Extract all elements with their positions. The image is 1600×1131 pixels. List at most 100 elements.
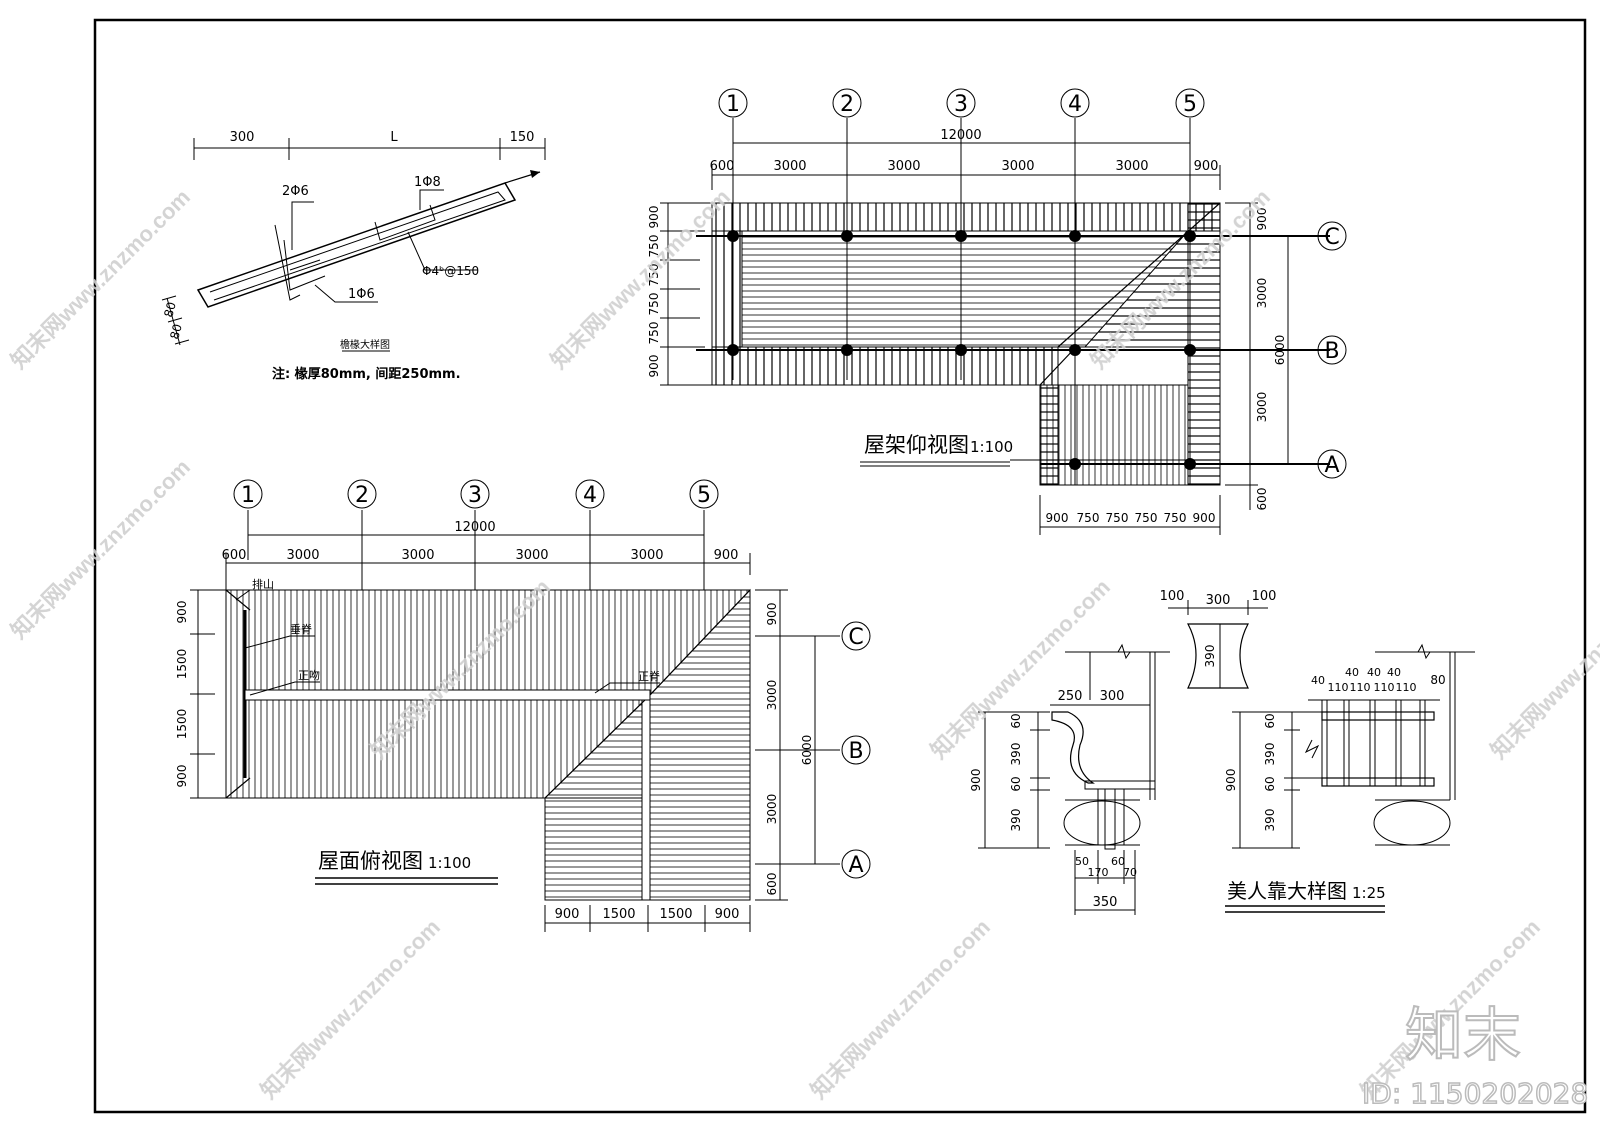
bench-right-top-dim-8: 110 [1396, 681, 1417, 694]
bench-right-top-dim-2: 110 [1328, 681, 1349, 694]
roof-axis-5: 5 [697, 483, 711, 508]
frame-right-dim-1: 900 [1255, 208, 1269, 231]
bench-section-dim: 390 [1203, 645, 1217, 668]
frame-bottom-dim-2: 750 [1077, 511, 1100, 525]
frame-left-dim-5: 750 [647, 322, 661, 345]
frame-right-dim-2: 3000 [1255, 278, 1269, 309]
baluster-section [1187, 623, 1249, 689]
bench-left-bottom-dim-1: 50 [1075, 855, 1089, 868]
frame-bottom-dim-6: 900 [1193, 511, 1216, 525]
frame-top-dim-2: 3000 [773, 159, 806, 174]
roof-top-dim-5: 3000 [630, 548, 663, 563]
frame-right-dim-4: 600 [1255, 488, 1269, 511]
roof-right-dim-2: 3000 [765, 680, 779, 711]
roof-frame-plan: 1 2 3 4 5 12000 600 3000 3000 3000 3000 … [647, 88, 1347, 535]
roof-top-dim-6: 900 [714, 548, 739, 563]
rebar-label-2phi6: 2Φ6 [282, 184, 309, 199]
bench-right-side-dim-2: 390 [1263, 743, 1277, 766]
sheet-border [93, 18, 1587, 1114]
frame-plan-scale: 1:100 [970, 438, 1013, 456]
frame-axis-3: 3 [954, 92, 968, 117]
roof-bottom-dim-4: 900 [715, 907, 740, 922]
eave-detail-note: 注: 椽厚80mm, 间距250mm. [272, 366, 461, 382]
watermark-site-1: 知末网www.znzmo.com [6, 184, 195, 373]
watermark-site-8: 知末网www.znzmo.com [256, 914, 445, 1103]
frame-axis-C: C [1324, 225, 1339, 250]
roof-axis-3: 3 [468, 483, 482, 508]
eave-detail: 300 L 150 2Φ6 1Φ8 Φ4ᵇ@150 1Φ6 80 80 檐椽大样… [161, 130, 546, 382]
eave-dim-2: L [390, 130, 398, 145]
eave-side-dim-1: 80 [161, 300, 178, 318]
frame-left-dim-1: 900 [647, 206, 661, 229]
frame-bottom-dim-5: 750 [1164, 511, 1187, 525]
frame-left-dim-3: 750 [647, 264, 661, 287]
bench-left-side-dim-3: 60 [1009, 776, 1023, 791]
bench-left-side-dim-4: 390 [1009, 809, 1023, 832]
bench-right-side-dim-1: 60 [1263, 713, 1277, 728]
roof-right-dim-4: 600 [765, 873, 779, 896]
frame-axis-B: B [1324, 339, 1339, 364]
bench-left-bottom-total: 350 [1093, 895, 1118, 910]
watermark-site-4: 知末网www.znzmo.com [6, 454, 195, 643]
eave-detail-title: 檐椽大样图 [340, 338, 390, 351]
bench-left-bottom-dim-2: 170 [1088, 866, 1109, 879]
frame-right-total: 6000 [1273, 335, 1287, 366]
annotation-main-ridge: 正脊 [638, 669, 660, 683]
roof-top-dim-3: 3000 [401, 548, 434, 563]
roof-left-dim-2: 1500 [175, 649, 189, 680]
roof-axis-C: C [848, 625, 863, 650]
bench-left-side-dim-2: 390 [1009, 743, 1023, 766]
frame-right-dim-3: 3000 [1255, 392, 1269, 423]
bench-detail-scale: 1:25 [1352, 884, 1386, 902]
bench-left-side-dim-1: 60 [1009, 713, 1023, 728]
frame-left-dim-6: 900 [647, 355, 661, 378]
frame-axis-5: 5 [1183, 92, 1197, 117]
frame-top-dim-1: 600 [710, 159, 735, 174]
bench-top-dim-3: 100 [1252, 589, 1277, 604]
bench-top-dim-1: 100 [1160, 589, 1185, 604]
bench-top-dim-2: 300 [1206, 593, 1231, 608]
roof-total-dim: 12000 [454, 520, 495, 535]
roof-top-dim-1: 600 [222, 548, 247, 563]
roof-axis-4: 4 [583, 483, 597, 508]
watermark-site-9: 知末网www.znzmo.com [806, 914, 995, 1103]
eave-dim-3: 150 [510, 130, 535, 145]
rebar-label-1phi8: 1Φ8 [414, 175, 441, 190]
bench-right-side-dim-3: 60 [1263, 776, 1277, 791]
bench-left-top-dim-2: 300 [1100, 689, 1125, 704]
frame-axis-1: 1 [726, 92, 740, 117]
roof-plan: 1 2 3 4 5 12000 600 3000 3000 3000 3000 … [175, 479, 871, 932]
frame-axis-4: 4 [1068, 92, 1082, 117]
frame-top-dim-3: 3000 [887, 159, 920, 174]
bench-left-bottom-dim-4: 70 [1123, 866, 1137, 879]
frame-axis-2: 2 [840, 92, 854, 117]
roof-axis-A: A [848, 853, 863, 878]
frame-bottom-dim-1: 900 [1046, 511, 1069, 525]
roof-left-dim-3: 1500 [175, 709, 189, 740]
frame-top-dim-5: 3000 [1115, 159, 1148, 174]
roof-plan-scale: 1:100 [428, 854, 471, 872]
rebar-label-stirrup: Φ4ᵇ@150 [422, 264, 479, 278]
bench-left-top-dim-1: 250 [1058, 689, 1083, 704]
bench-left-bottom-dim-3: 60 [1111, 855, 1125, 868]
watermark-brand: 知末 [1405, 1001, 1521, 1069]
bench-right-top-dim-6: 110 [1374, 681, 1395, 694]
watermark-site-6: 知末网www.znzmo.com [926, 574, 1115, 763]
bench-left-total: 900 [969, 769, 983, 792]
bench-right-side-dim-4: 390 [1263, 809, 1277, 832]
bench-right-top-dim-9: 80 [1430, 673, 1445, 687]
bench-right-top-dim-1: 40 [1311, 674, 1325, 687]
bench-right-top-dim-7: 40 [1387, 666, 1401, 679]
watermark-id: ID: 1150202028 [1362, 1077, 1588, 1110]
bench-detail: 100 300 100 390 250 300 60 390 60 390 90… [969, 589, 1475, 915]
annotation-ridge-end: 正吻 [298, 669, 320, 682]
frame-top-dim-6: 900 [1194, 159, 1219, 174]
roof-right-total: 6000 [800, 735, 814, 766]
frame-plan-title: 屋架仰视图 [864, 433, 969, 457]
bench-right-total: 900 [1224, 769, 1238, 792]
roof-left-dim-4: 900 [175, 765, 189, 788]
roof-top-dim-4: 3000 [515, 548, 548, 563]
bench-right-top-dim-4: 110 [1350, 681, 1371, 694]
bench-right-top-dim-3: 40 [1345, 666, 1359, 679]
